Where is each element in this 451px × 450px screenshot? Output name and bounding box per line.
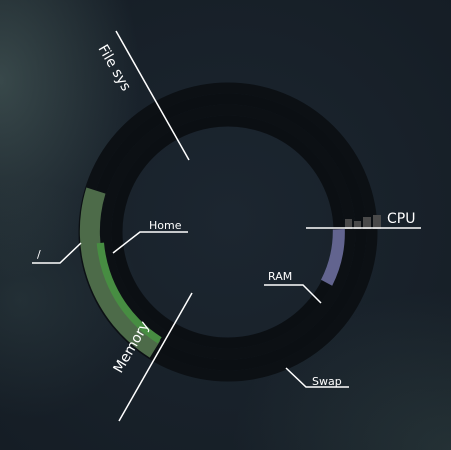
track-third bbox=[100, 104, 356, 360]
home-usage-arc bbox=[96, 242, 162, 344]
usage-arcs bbox=[79, 187, 345, 358]
root-leader bbox=[32, 242, 82, 264]
memory-leader bbox=[118, 292, 193, 422]
root-usage-arc bbox=[79, 187, 161, 358]
cpu-bar bbox=[345, 219, 352, 229]
leader-lines bbox=[32, 30, 421, 422]
cpu-label: CPU bbox=[387, 211, 415, 227]
ram-leader bbox=[264, 284, 322, 304]
cpu-usage-arc bbox=[321, 229, 345, 286]
root-label: / bbox=[37, 248, 41, 261]
home-leader bbox=[112, 231, 188, 254]
filesys-label: File sys bbox=[95, 42, 134, 94]
cpu-bar bbox=[373, 215, 381, 229]
cpu-bar bbox=[354, 221, 361, 229]
swap-label: Swap bbox=[312, 375, 342, 388]
swap-leader bbox=[285, 367, 349, 388]
cpu-history-bars bbox=[345, 215, 381, 229]
filesys-leader bbox=[115, 30, 190, 161]
home-label: Home bbox=[149, 219, 182, 232]
ram-label: RAM bbox=[268, 270, 292, 283]
cpu-bar bbox=[363, 217, 371, 229]
